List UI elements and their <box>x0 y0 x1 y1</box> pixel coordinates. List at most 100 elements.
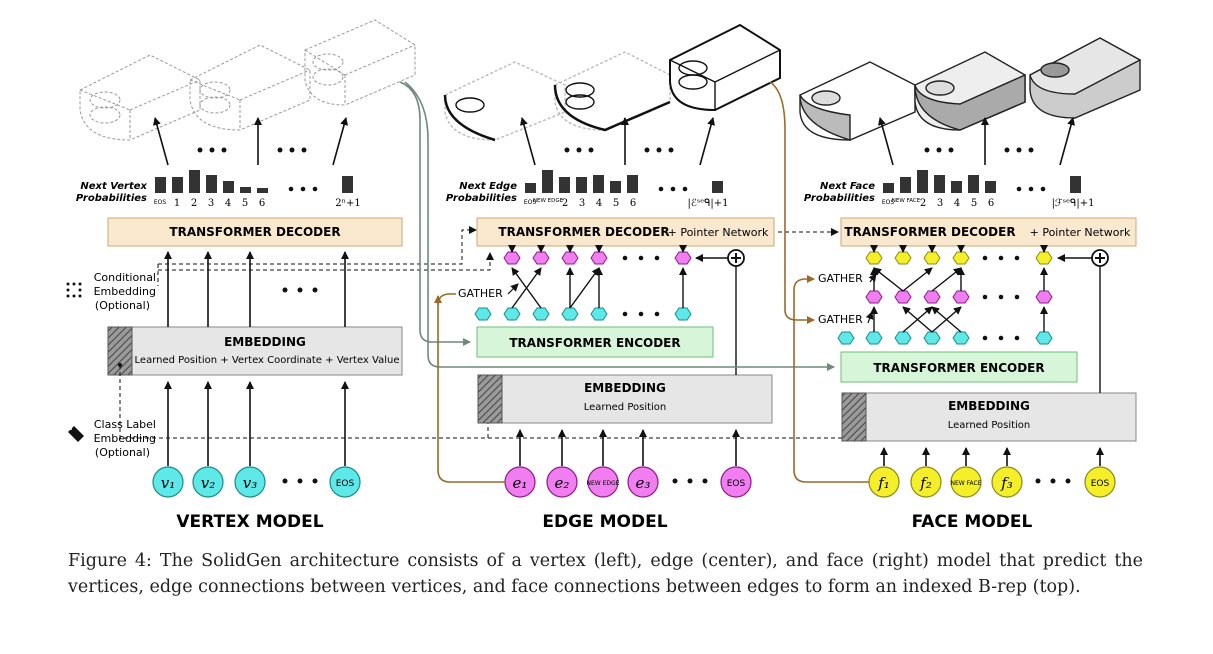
vertex-token <box>329 466 361 498</box>
prob-bar <box>712 181 723 193</box>
vertex-prob-label-1: Next Vertex <box>80 181 147 192</box>
face-token <box>1084 466 1116 498</box>
edge-embedding-hatch <box>477 374 503 424</box>
prob-bar <box>1070 176 1081 193</box>
cad-shape-face-2 <box>914 51 1026 131</box>
edge-token-label: e₂ <box>555 474 570 492</box>
face-prob-label-1: Next Face <box>820 181 875 192</box>
prob-bar <box>189 170 200 193</box>
face-token-label: NEW FACE <box>951 480 982 487</box>
vertex-prob-label-2: Probabilities <box>76 193 147 204</box>
prob-bar <box>968 175 979 193</box>
class-label-1: Class Label <box>94 418 156 431</box>
prob-bar <box>155 177 166 193</box>
class-label-3: (Optional) <box>95 446 150 459</box>
edge-gather-label: GATHER <box>458 287 503 300</box>
edge-hexes-magenta <box>503 251 692 265</box>
face-embedding-sub: Learned Position <box>948 420 1031 431</box>
prob-bar <box>240 187 251 193</box>
prob-bar <box>627 175 638 193</box>
edge-prob-label-1: Next Edge <box>459 181 517 192</box>
vertex-model-title: VERTEX MODEL <box>176 512 323 532</box>
cond-label-3: (Optional) <box>95 299 150 312</box>
prob-bar <box>610 181 621 193</box>
prob-tick: 3 <box>579 198 585 209</box>
prob-tick: 3 <box>208 198 214 209</box>
prob-bar <box>559 177 570 193</box>
cad-shape-vertex-1 <box>79 54 201 141</box>
edge-token <box>627 466 659 498</box>
prob-bar <box>917 170 928 193</box>
face-encoder-label: TRANSFORMER ENCODER <box>873 361 1044 375</box>
face-token <box>950 466 982 498</box>
edge-tokens: e₁ e₂ NEW EDGE e₃ EOS <box>504 466 752 498</box>
edge-token <box>546 466 578 498</box>
face-gather-label-2: GATHER <box>818 313 863 326</box>
prob-tick: |ℰˢᵉᑫ|+1 <box>687 198 728 209</box>
vertex-embedding-box <box>107 326 403 376</box>
cad-shape-face-3 <box>1029 37 1142 119</box>
edge-token-label: NEW EDGE <box>587 480 620 487</box>
edge-decoder-suffix: + Pointer Network <box>668 226 769 239</box>
vertex-embedding-sub: Learned Position + Vertex Coordinate + V… <box>135 355 400 366</box>
vertex-token-label: EOS <box>336 479 355 489</box>
class-label-embedding: Class Label Embedding (Optional) <box>68 363 854 459</box>
prob-tick: 2ⁿ+1 <box>335 198 360 209</box>
face-probabilities: Next Face Probabilities EOS NEW FACE 2 3… <box>804 170 1094 209</box>
ellipsis-dots-top <box>197 147 1034 153</box>
cad-shape-edge-3 <box>669 23 781 112</box>
face-token-label: f₂ <box>919 474 932 492</box>
edge-embedding-sub: Learned Position <box>584 402 667 413</box>
edge-embedding-title: EMBEDDING <box>584 381 666 395</box>
face-embedding-title: EMBEDDING <box>948 399 1030 413</box>
face-prob-label-2: Probabilities <box>804 193 875 204</box>
cond-label-2: Embedding <box>94 285 156 298</box>
vertex-token-label: v₁ <box>161 474 176 492</box>
conditional-embedding: Conditional Embedding (Optional) <box>66 226 839 312</box>
prob-bar <box>223 181 234 193</box>
face-decoder-suffix: + Pointer Network <box>1030 226 1131 239</box>
vertex-token <box>152 466 184 498</box>
cond-label-1: Conditional <box>94 271 156 284</box>
prob-tick: EOS <box>154 199 167 206</box>
edge-token <box>720 466 752 498</box>
vertex-token <box>234 466 266 498</box>
tag-icon <box>68 426 84 442</box>
prob-tick: NEW EDGE <box>533 198 564 204</box>
prob-tick: EOS <box>882 199 895 206</box>
prob-bar <box>900 177 911 193</box>
output-arrows <box>153 117 1075 166</box>
face-model: TRANSFORMER DECODER + Pointer Network TR… <box>818 217 1137 532</box>
face-encoder-box <box>840 351 1078 383</box>
face-gather-label-1: GATHER <box>818 272 863 285</box>
prob-tick: 2 <box>920 198 926 209</box>
prob-tick: 5 <box>613 198 619 209</box>
face-shapes <box>799 37 1142 141</box>
prob-tick: 5 <box>242 198 248 209</box>
prob-tick: 4 <box>954 198 960 209</box>
face-token-label: EOS <box>1091 479 1110 489</box>
edge-probabilities: Next Edge Probabilities EOS NEW EDGE 2 3… <box>446 170 729 209</box>
cad-shape-vertex-3 <box>304 19 416 106</box>
prob-tick: 1 <box>174 198 180 209</box>
prob-tick: 6 <box>259 198 265 209</box>
prob-bar <box>951 181 962 193</box>
edge-decoder-label: TRANSFORMER DECODER <box>498 225 669 239</box>
face-token <box>991 466 1023 498</box>
prob-tick: 2 <box>191 198 197 209</box>
prob-bar <box>934 175 945 193</box>
prob-tick: 2 <box>562 198 568 209</box>
vertex-token-label: v₂ <box>201 474 216 492</box>
prob-bar <box>342 176 353 193</box>
prob-tick: 3 <box>937 198 943 209</box>
vertex-model: TRANSFORMER DECODER EMBEDDING Learned Po… <box>66 217 854 532</box>
edge-token-label: EOS <box>727 479 746 489</box>
face-embedding-box <box>841 392 1137 442</box>
prob-bar <box>206 175 217 193</box>
edge-token-label: e₃ <box>636 474 651 492</box>
edge-shapes <box>443 23 781 142</box>
face-hexes-magenta <box>865 290 1053 304</box>
cad-shape-edge-1 <box>443 61 566 142</box>
vertex-decoder-box <box>107 217 403 247</box>
cad-shape-face-1 <box>799 61 916 141</box>
